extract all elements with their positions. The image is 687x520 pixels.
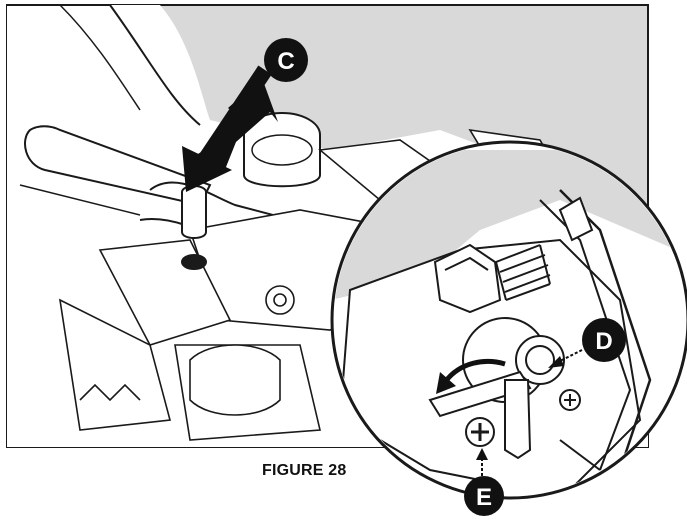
callout-e-label: E (476, 484, 492, 511)
rotation-arrow (436, 359, 506, 394)
fuel-cap (243, 112, 321, 188)
callout-c: C (264, 38, 308, 82)
arrow-c (182, 65, 278, 192)
detail-magnifier (330, 140, 687, 500)
callout-c-label: C (277, 48, 294, 75)
spring (495, 244, 551, 301)
callout-d: D (548, 318, 626, 368)
figure-caption: FIGURE 28 (262, 462, 347, 479)
callout-e: E (464, 448, 504, 516)
callout-d-label: D (595, 328, 612, 355)
plunger-part (181, 185, 207, 270)
